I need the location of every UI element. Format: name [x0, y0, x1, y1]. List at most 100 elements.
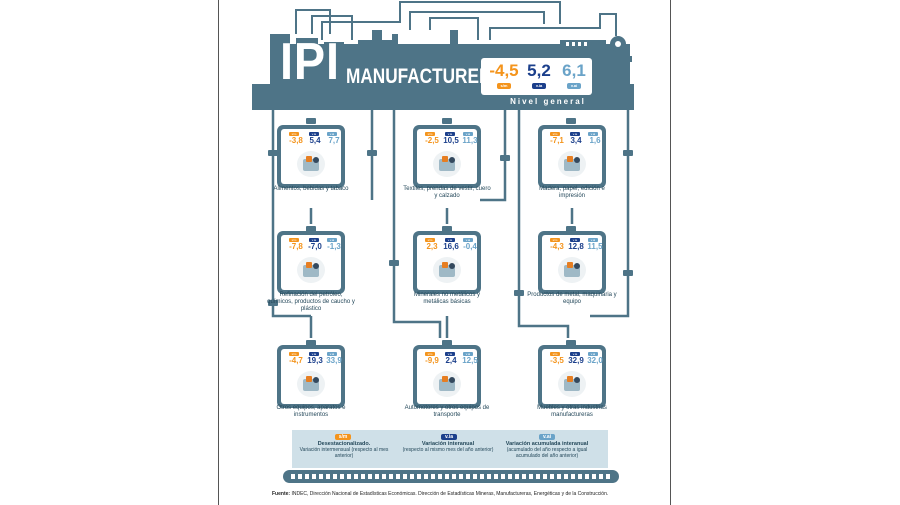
- source-text: INDEC, Dirección Nacional de Estadística…: [291, 491, 609, 497]
- legend-title-via: Variación interanual: [421, 441, 475, 447]
- sector-value: 1,6: [589, 136, 601, 145]
- legend-tag-via: v.ia: [441, 434, 457, 440]
- header-subtitle: MANUFACTURERO: [346, 65, 505, 88]
- sector-tag: v.ai: [327, 352, 337, 356]
- sector-caption: Refinación del petróleo, químicos, produ…: [267, 292, 355, 312]
- sector-tag: s/m: [425, 132, 435, 136]
- left-frame-line: [218, 0, 219, 505]
- furniture-icon: [558, 371, 586, 397]
- sector-tag: s/m: [289, 238, 299, 242]
- general-value-vai: 6,1: [562, 61, 586, 80]
- sector-caption: Automotores y otros equipos de transport…: [404, 405, 490, 418]
- sector-tag: v.ai: [588, 238, 598, 242]
- sector-value: 3,4: [570, 136, 582, 145]
- sector-tag: s/m: [550, 238, 560, 242]
- sector-tag: v.ia: [445, 132, 455, 136]
- sector-tag: v.ai: [463, 238, 473, 242]
- sector-tag: v.ia: [570, 352, 580, 356]
- sector-tag: s/m: [425, 352, 435, 356]
- sector-value: 12,5: [462, 356, 478, 365]
- general-label: Nivel general: [510, 97, 586, 106]
- sector-value: 16,6: [443, 242, 459, 251]
- sector-tag: v.ia: [570, 132, 580, 136]
- sector-value: -0,4: [463, 242, 477, 251]
- sector-tag: v.ai: [588, 132, 598, 136]
- sector-value: -1,3: [327, 242, 341, 251]
- sector-tag: s/m: [550, 132, 560, 136]
- textiles-icon: [433, 151, 461, 177]
- sector-value: 32,9: [568, 356, 584, 365]
- sector-value: 12,8: [568, 242, 584, 251]
- chemicals-icon: [297, 257, 325, 283]
- machinery-icon: [558, 257, 586, 283]
- legend-title-sm: Desestacionalizado.: [317, 441, 371, 447]
- sector-tag: v.ai: [327, 238, 337, 242]
- sector-tag: s/m: [289, 132, 299, 136]
- sector-tag: v.ai: [588, 352, 598, 356]
- legend-desc-sm: Variación intermensual (respecto al mes …: [299, 447, 389, 459]
- source-label: Fuente:: [272, 491, 291, 497]
- sector-tag: s/m: [425, 238, 435, 242]
- general-value-sm: -4,5: [489, 61, 519, 80]
- source-note: Fuente: INDEC, Dirección Nacional de Est…: [272, 491, 632, 497]
- minerals-icon: [433, 257, 461, 283]
- sector-tag: v.ai: [327, 132, 337, 136]
- sector-value: -2,5: [425, 136, 439, 145]
- sector-tag: v.ia: [309, 352, 319, 356]
- sector-value: 7,7: [328, 136, 340, 145]
- sector-tag: v.ia: [570, 238, 580, 242]
- sector-caption: Productos de metal, maquinaria y equipo: [527, 292, 617, 305]
- sector-caption: Muebles y otras industrias manufacturera…: [537, 405, 607, 418]
- sector-value: -4,3: [550, 242, 564, 251]
- sector-value: 2,4: [445, 356, 457, 365]
- header-title: IPI: [280, 33, 340, 91]
- sector-tag: v.ia: [309, 132, 319, 136]
- sector-value: -3,5: [550, 356, 564, 365]
- sector-value: -4,7: [289, 356, 303, 365]
- general-value-via: 5,2: [527, 61, 551, 80]
- sector-value: 11,5: [587, 242, 603, 251]
- sector-value: 19,3: [307, 356, 323, 365]
- sector-value: 5,4: [309, 136, 321, 145]
- sector-tag: v.ai: [463, 132, 473, 136]
- sector-caption: Otros equipos, aparatos e instrumentos: [276, 405, 346, 418]
- sector-value: 32,0: [587, 356, 603, 365]
- general-tag-sm: s/m: [497, 83, 511, 89]
- legend-tag-sm: s/m: [335, 434, 351, 440]
- sector-value: 10,5: [443, 136, 459, 145]
- paper-icon: [558, 151, 586, 177]
- legend-tag-vai: v.ai: [539, 434, 555, 440]
- sector-caption: Madera, papel, edición e impresión: [539, 186, 605, 199]
- sector-tag: s/m: [550, 352, 560, 356]
- sector-caption: Alimentos, bebidas y tabaco: [273, 186, 349, 192]
- sector-tag: v.ia: [445, 352, 455, 356]
- general-tag-vai: v.ai: [567, 83, 581, 89]
- sector-caption: Minerales no metálicos y metálicas básic…: [413, 292, 481, 305]
- legend-desc-via: (respecto al mismo mes del año anterior): [402, 447, 494, 453]
- general-tag-via: v.ia: [532, 83, 546, 89]
- food-icon: [297, 151, 325, 177]
- legend-desc-vai: (acumulado del año respecto a igual acum…: [506, 447, 588, 459]
- sector-value: 11,3: [462, 136, 478, 145]
- sector-caption: Textiles, prendas de vestir, cuero y cal…: [403, 186, 491, 199]
- instruments-icon: [297, 371, 325, 397]
- sector-tag: v.ia: [445, 238, 455, 242]
- sector-value: -7,1: [550, 136, 564, 145]
- sector-value: 33,9: [326, 356, 342, 365]
